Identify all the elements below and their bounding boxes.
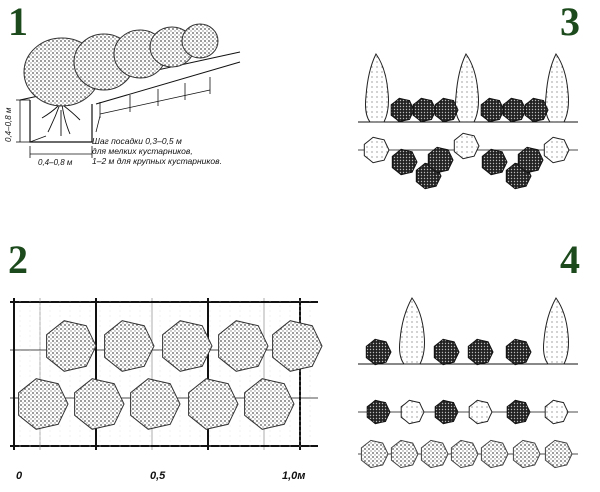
dark-shrub	[412, 97, 437, 123]
hedge-shrubs	[23, 23, 219, 107]
panel-3-mixed-hedge	[358, 53, 578, 190]
grid-shrub	[18, 378, 69, 430]
dark-shrub	[467, 338, 494, 366]
conifer	[399, 297, 425, 365]
spacing-note-line: для мелких кустарников,	[92, 146, 193, 156]
scale-label-0-5: 0,5	[150, 470, 166, 482]
dark-shrub	[365, 338, 392, 366]
panel-number-3: 3	[560, 0, 580, 44]
dark-shrub	[434, 97, 459, 123]
dark-shrub	[517, 146, 544, 174]
panel-4-hedge-rows	[358, 297, 578, 469]
plan-row-mixed	[366, 399, 569, 425]
dark-shrub	[366, 399, 391, 425]
panel-number-2: 2	[8, 237, 28, 282]
dark-shrub	[480, 97, 505, 123]
light-shrub	[400, 399, 425, 425]
grid-shrub	[130, 378, 181, 430]
light-shrub	[363, 136, 390, 164]
light-shrub	[453, 132, 480, 160]
dark-shrub	[391, 148, 418, 176]
conifer	[455, 53, 479, 123]
spacing-note-line: 1–2 м для крупных кустарников.	[92, 156, 222, 166]
dark-shrub	[481, 148, 508, 176]
light-shrub	[543, 136, 570, 164]
light-shrub	[450, 439, 479, 469]
light-shrub	[390, 439, 419, 469]
grid-shrub	[188, 378, 239, 430]
spacing-ticks	[95, 77, 211, 133]
panel-number-1: 1	[8, 0, 28, 44]
grid-shrub	[272, 320, 323, 372]
trench-depth-label: 0,4–0,8 м	[4, 107, 13, 142]
shrub	[181, 23, 219, 59]
plan-view-shrubs	[363, 132, 570, 190]
trench-width-label: 0,4–0,8 м	[38, 158, 73, 167]
light-shrub	[360, 439, 389, 469]
dark-shrub-row	[390, 97, 549, 123]
grid-shrub	[218, 320, 269, 372]
dark-shrub	[433, 338, 460, 366]
grid-shrubs	[18, 320, 323, 430]
grid-shrub	[104, 320, 155, 372]
panel-1-hedge-trench	[16, 23, 241, 158]
conifer	[365, 53, 389, 123]
grid-shrub	[74, 378, 125, 430]
dark-shrub	[524, 97, 549, 123]
light-shrub	[468, 399, 493, 425]
dark-shrub-row	[365, 338, 532, 366]
conifer	[543, 297, 569, 365]
grid-shrub	[46, 320, 97, 372]
light-shrub	[480, 439, 509, 469]
plan-row-light	[360, 439, 573, 469]
spacing-note-line: Шаг посадки 0,3–0,5 м	[92, 136, 182, 146]
grid-shrub	[162, 320, 213, 372]
panel-number-4: 4	[560, 237, 580, 282]
scale-label-0: 0	[16, 470, 23, 482]
ground-line-back	[95, 61, 241, 105]
trench-outline	[29, 100, 93, 143]
dark-shrub	[505, 338, 532, 366]
planting-spacing-note: Шаг посадки 0,3–0,5 м для мелких кустарн…	[92, 136, 222, 166]
light-shrub	[420, 439, 449, 469]
light-shrub	[544, 439, 573, 469]
conifer	[545, 53, 569, 123]
grid-shrub	[244, 378, 295, 430]
dark-shrub	[502, 97, 527, 123]
scale-label-1-0: 1,0м	[282, 470, 306, 482]
dark-shrub	[390, 97, 415, 123]
dark-shrub	[506, 399, 531, 425]
trench-edge	[29, 135, 47, 143]
dark-shrub	[427, 146, 454, 174]
light-shrub	[512, 439, 541, 469]
dark-shrub	[434, 399, 459, 425]
panel-2-planting-grid	[10, 298, 323, 450]
light-shrub	[544, 399, 569, 425]
roots	[41, 103, 81, 136]
